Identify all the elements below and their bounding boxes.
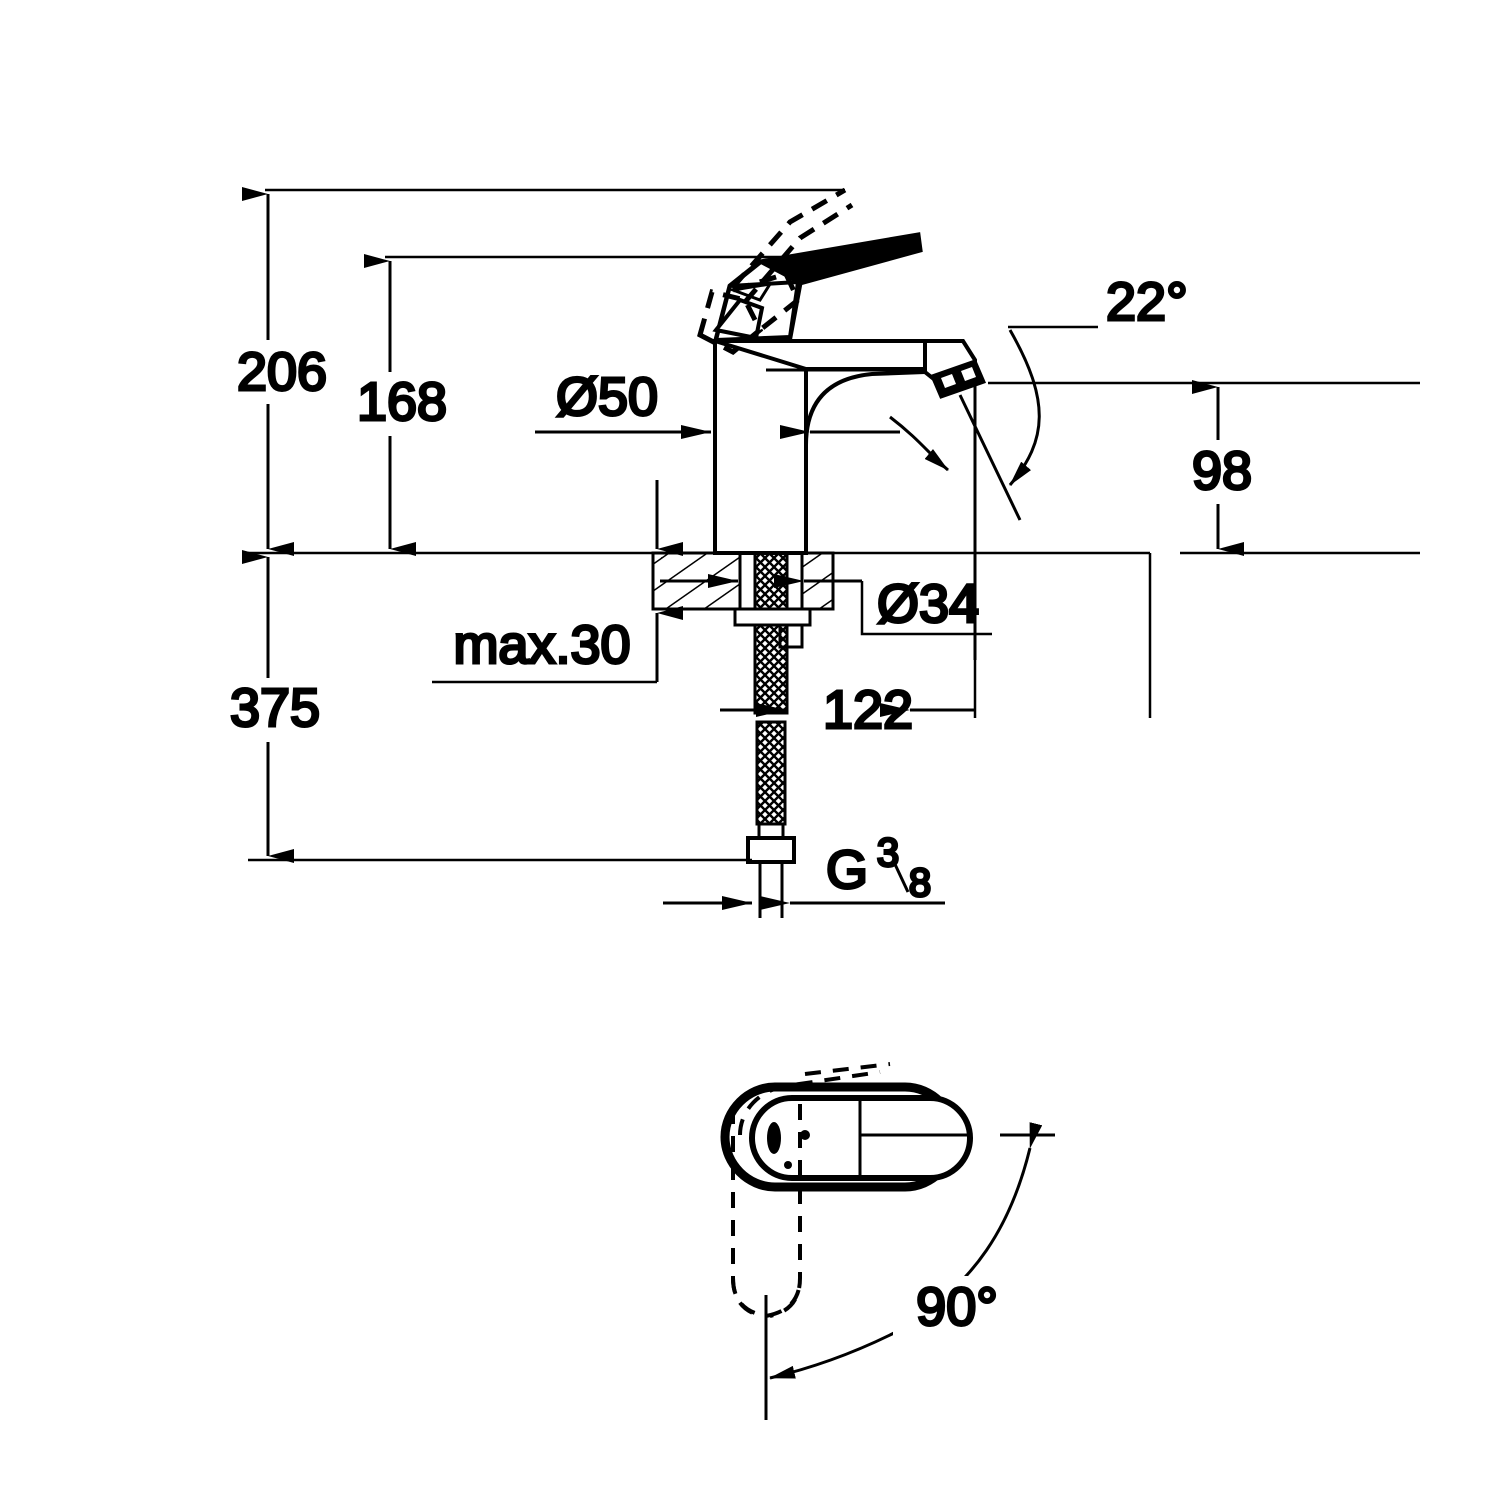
extension-lines xyxy=(248,188,1420,862)
dimension-122: 122 xyxy=(720,679,975,742)
dimension-label-206: 206 xyxy=(237,342,327,402)
lever-handle-open-dashed xyxy=(697,187,854,355)
dimension-label-max30: max.30 xyxy=(453,615,630,675)
dimension-d50: Ø50 xyxy=(535,366,900,439)
dimension-label-d50: Ø50 xyxy=(556,367,658,427)
angle-22-degrees: 22° xyxy=(889,271,1189,660)
dimension-label-168: 168 xyxy=(357,372,447,432)
plan-view-body xyxy=(720,1082,974,1192)
mounting-shank-and-hose xyxy=(733,551,812,918)
faucet-body xyxy=(713,339,977,555)
dimension-label-375: 375 xyxy=(230,678,320,738)
dimension-max30: max.30 xyxy=(432,480,683,684)
angle-label-90: 90° xyxy=(916,1277,998,1337)
thread-prefix: G xyxy=(826,840,868,900)
dimension-375: 375 xyxy=(212,550,338,863)
angle-label-22: 22° xyxy=(1106,272,1188,332)
dimension-98: 98 xyxy=(1168,380,1280,556)
angle-90-degrees: 90° xyxy=(764,1122,1055,1420)
plan-marker-slot xyxy=(767,1122,781,1154)
dimension-label-122: 122 xyxy=(823,680,913,740)
dimension-206: 206 xyxy=(222,187,342,556)
dimension-168: 168 xyxy=(340,254,464,556)
dimension-label-98: 98 xyxy=(1192,441,1252,501)
dimension-d34: Ø34 xyxy=(660,573,992,636)
thread-denominator: 8 xyxy=(909,861,931,905)
aerator xyxy=(929,359,987,399)
dimension-label-d34: Ø34 xyxy=(877,574,979,634)
dimension-thread-g38: G 3 8 xyxy=(663,830,945,910)
dimension-label-thread: G xyxy=(826,840,868,900)
plan-view-lever-dashed xyxy=(731,1062,891,1319)
